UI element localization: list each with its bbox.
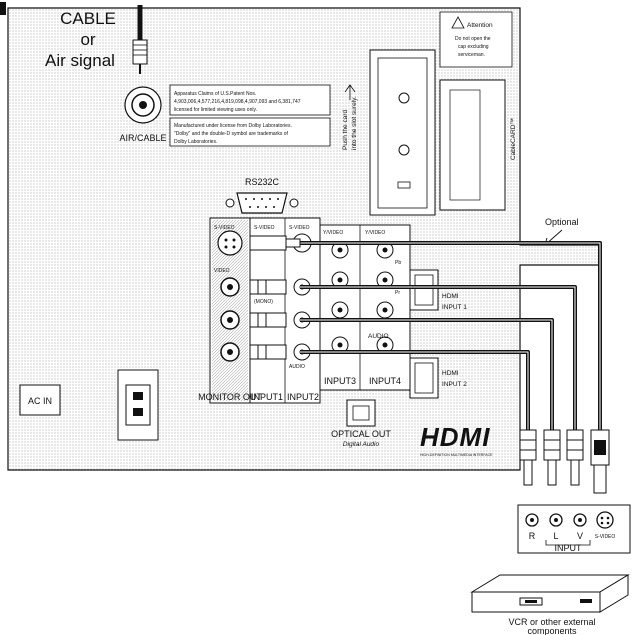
svg-text:AUDIO: AUDIO — [289, 364, 305, 370]
input1-label: INPUT1 — [251, 392, 283, 402]
signal-label-line3: Air signal — [45, 51, 115, 70]
svg-text:HDMI: HDMI — [442, 370, 459, 377]
svg-text:Pr: Pr — [395, 290, 400, 296]
svg-text:S-VIDEO: S-VIDEO — [289, 225, 310, 231]
signal-label-line1: CABLE — [60, 9, 116, 28]
svg-text:Pb: Pb — [395, 260, 401, 266]
ac-power-socket — [118, 370, 158, 440]
svg-text:serviceman.: serviceman. — [458, 52, 485, 58]
svg-text:VIDEO: VIDEO — [214, 268, 230, 274]
svg-text:licensed for limited viewing u: licensed for limited viewing uses only. — [174, 107, 257, 113]
signal-label-line2: or — [80, 30, 95, 49]
digital-audio-label: Digital Audio — [343, 441, 380, 448]
input4-label: INPUT4 — [369, 376, 401, 386]
push-card-line1: Push the card — [342, 110, 349, 150]
svg-text:INPUT 1: INPUT 1 — [442, 304, 467, 311]
push-card-line2: into the slot surely. — [351, 96, 358, 150]
antenna-terminal — [125, 87, 161, 123]
rs232c-label: RS232C — [245, 177, 280, 187]
optional-label: Optional — [545, 217, 579, 227]
ac-in-label: AC IN — [28, 396, 52, 406]
device-plugs — [520, 430, 609, 493]
hdmi-input-1 — [410, 270, 438, 310]
svg-text:Attention: Attention — [467, 22, 493, 29]
input2-label: INPUT2 — [287, 392, 319, 402]
device-input-l: L — [553, 531, 558, 541]
hdmi-input-2 — [410, 358, 438, 398]
attention-label: Attention Do not open the cap excluding … — [440, 12, 512, 67]
vcr-icon — [472, 575, 628, 612]
antenna-label: AIR/CABLE — [119, 133, 166, 143]
optical-out-label: OPTICAL OUT — [331, 429, 391, 439]
svg-text:4,903,006,4,577,216,4,819,098,: 4,903,006,4,577,216,4,819,098,4,907,093 … — [174, 99, 301, 105]
hdmi-tagline: HIGH-DEFINITION MULTIMEDIA INTERFACE — [420, 453, 493, 457]
svg-text:Manufactured under license fro: Manufactured under license from Dolby La… — [174, 123, 292, 129]
audio-label: AUDIO — [368, 333, 389, 340]
svg-text:Apparatus Claims of U.S.Patent: Apparatus Claims of U.S.Patent Nos. — [174, 91, 256, 97]
svg-text:Y/VIDEO: Y/VIDEO — [365, 230, 385, 236]
svg-text:INPUT 2: INPUT 2 — [442, 381, 467, 388]
hdmi-logo: HDMI — [420, 422, 490, 452]
component-terminal-block — [320, 225, 410, 390]
svg-text:S-VIDEO: S-VIDEO — [254, 225, 275, 231]
svg-text:"Dolby" and the double-D symbo: "Dolby" and the double-D symbol are trad… — [174, 131, 288, 137]
svg-text:Dolby Laboratories.: Dolby Laboratories. — [174, 139, 217, 145]
vcr-caption-line2: components — [527, 626, 577, 635]
svg-text:Do not open the: Do not open the — [455, 36, 491, 42]
device-input-r: R — [529, 531, 536, 541]
input3-label: INPUT3 — [324, 376, 356, 386]
svg-text:(MONO): (MONO) — [254, 299, 273, 305]
device-input-svideo: S-VIDEO — [595, 534, 616, 540]
optical-out-port — [347, 400, 375, 426]
svg-text:Y/VIDEO: Y/VIDEO — [323, 230, 343, 236]
device-input-title: INPUT — [555, 543, 583, 553]
svg-text:cap excluding: cap excluding — [458, 44, 489, 50]
device-input-v: V — [577, 531, 583, 541]
dolby-notice: Manufactured under license from Dolby La… — [170, 118, 330, 146]
patent-notice: Apparatus Claims of U.S.Patent Nos. 4,90… — [170, 85, 330, 115]
svg-text:HDMI: HDMI — [442, 293, 459, 300]
cablecard-label: CableCARD™ — [510, 118, 517, 160]
svg-text:S-VIDEO: S-VIDEO — [214, 225, 235, 231]
